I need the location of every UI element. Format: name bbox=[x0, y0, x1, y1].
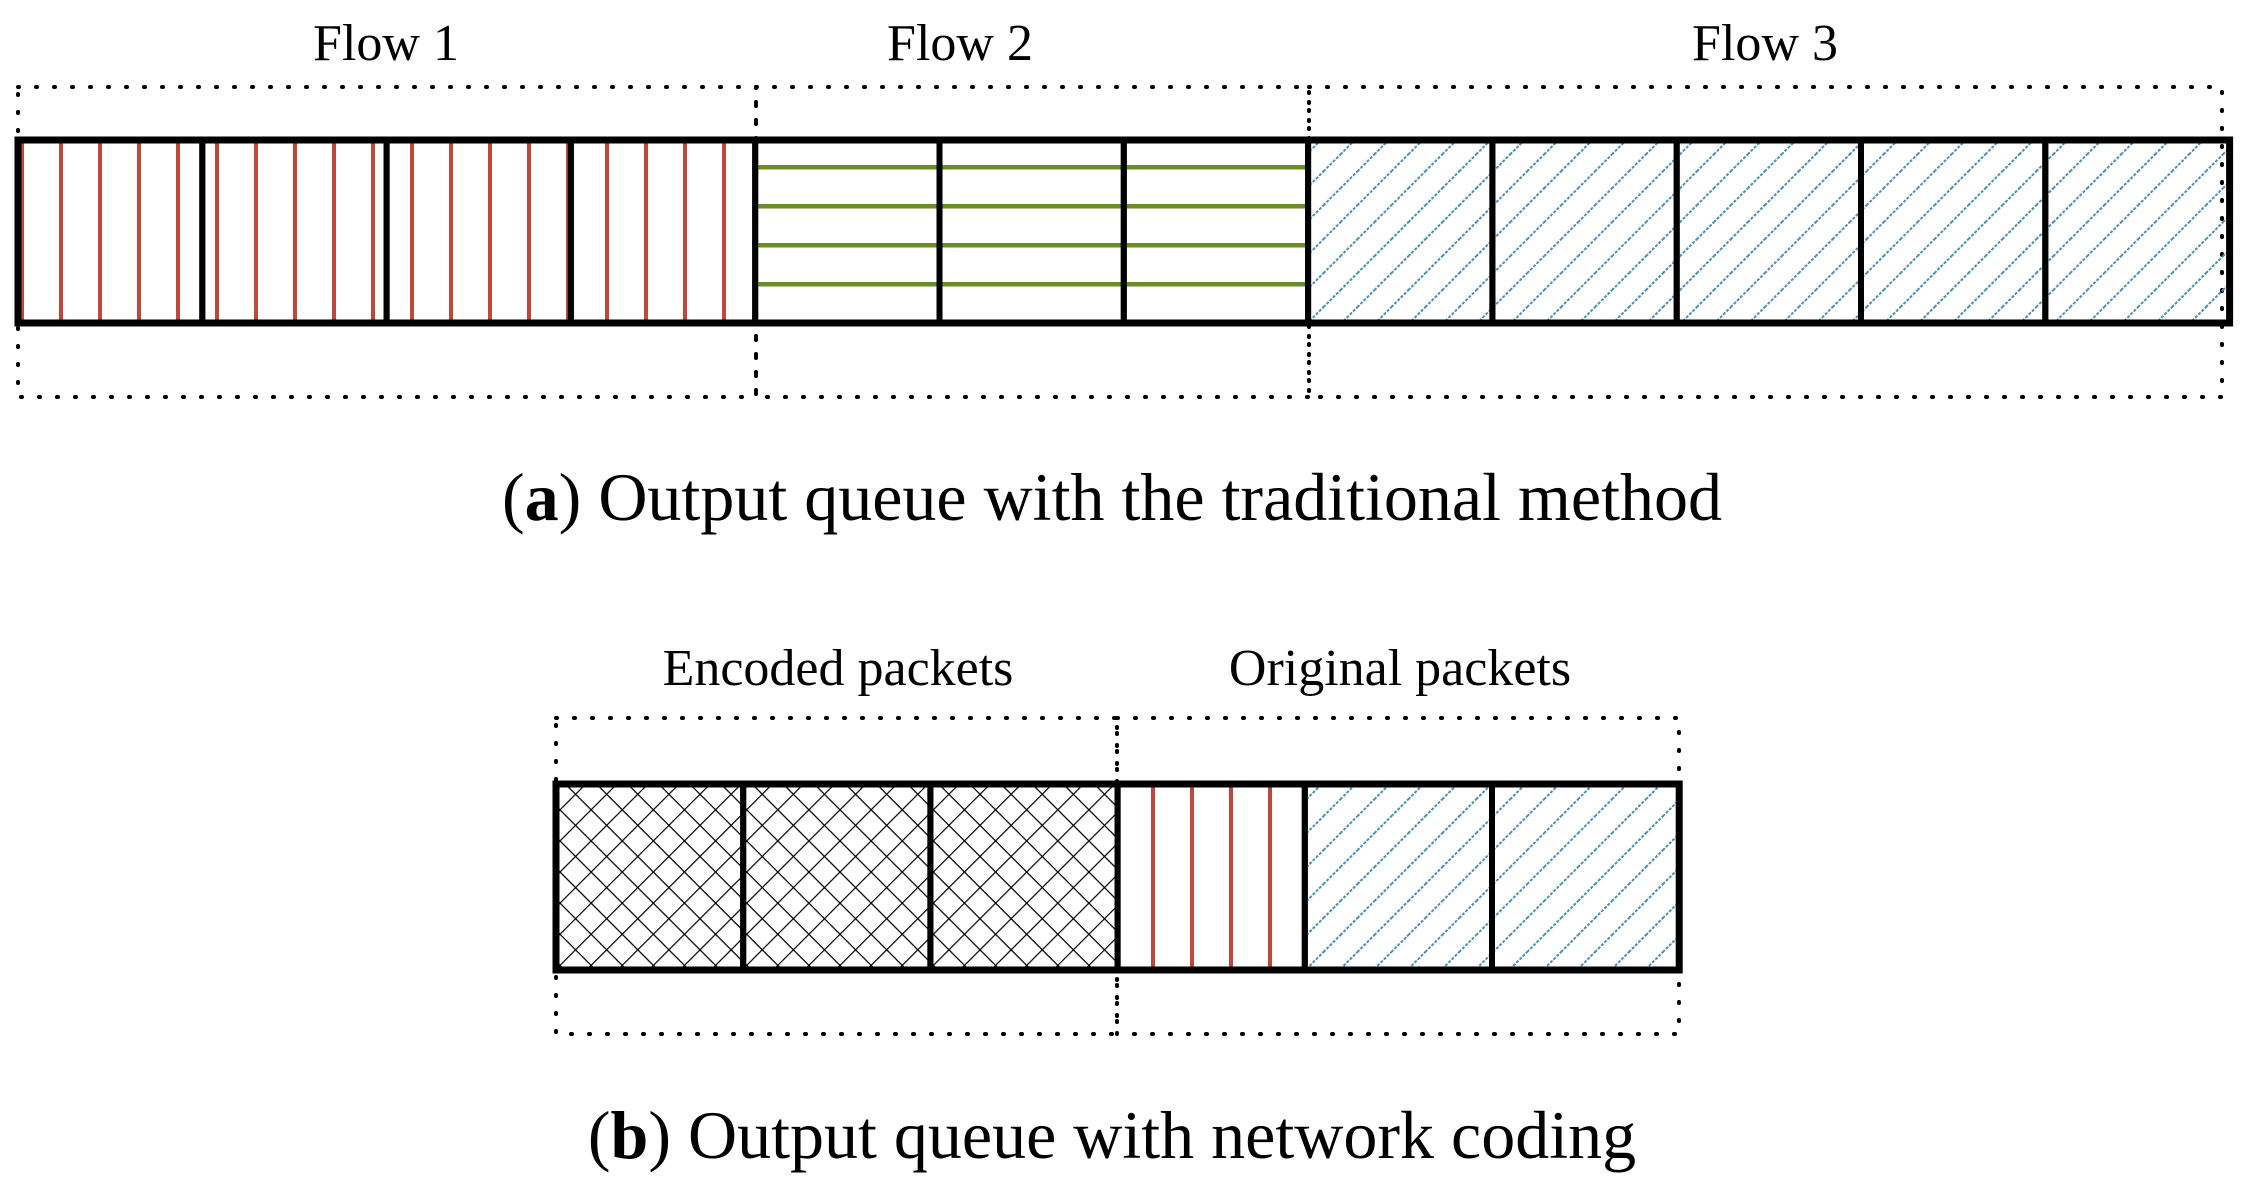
queue-a-packets bbox=[14, 136, 2234, 327]
caption-b-text: Output queue with network coding bbox=[688, 1097, 1636, 1173]
packet-blue-diagonal bbox=[1489, 137, 1680, 326]
caption-a: (a) Output queue with the traditional me… bbox=[502, 459, 1722, 535]
original-packets-label: Original packets bbox=[1229, 640, 1571, 697]
flow-3-label: Flow 3 bbox=[1692, 15, 1838, 72]
caption-a-text: Output queue with the traditional method bbox=[598, 459, 1722, 535]
packet-blue-diagonal bbox=[1858, 137, 2049, 326]
packet-black-crosshatch bbox=[553, 781, 747, 973]
flow-2-label: Flow 2 bbox=[887, 15, 1033, 72]
packet-red-vertical bbox=[15, 137, 206, 326]
queue-outline bbox=[14, 136, 2234, 327]
queue-b-packets bbox=[552, 780, 1683, 974]
packet-black-crosshatch bbox=[740, 781, 934, 973]
caption-b-tag: b bbox=[611, 1097, 649, 1173]
packet-red-vertical bbox=[567, 137, 759, 326]
packet-red-vertical bbox=[199, 137, 390, 326]
flow-1-label: Flow 1 bbox=[313, 15, 459, 72]
caption-b: (b) Output queue with network coding bbox=[588, 1097, 1636, 1173]
panel-a: Flow 1 Flow 2 Flow 3 (a) Output queue wi… bbox=[14, 15, 2234, 535]
packet-blue-diagonal bbox=[1305, 137, 1496, 326]
packet-blue-diagonal bbox=[2042, 137, 2233, 326]
packet-blue-diagonal bbox=[1301, 781, 1496, 973]
packet-blue-diagonal bbox=[1673, 137, 1864, 326]
packet-green-horizontal bbox=[752, 137, 943, 326]
caption-a-tag: a bbox=[525, 459, 559, 535]
packet-green-horizontal bbox=[936, 137, 1127, 326]
packet-black-crosshatch bbox=[927, 781, 1121, 973]
packet-blue-diagonal bbox=[1489, 781, 1683, 973]
packet-red-vertical bbox=[383, 137, 574, 326]
encoded-packets-label: Encoded packets bbox=[663, 640, 1014, 697]
queue-outline bbox=[552, 780, 1683, 974]
packet-green-horizontal bbox=[1120, 137, 1312, 326]
panel-b: Encoded packets Original packets (b) Out… bbox=[552, 640, 1683, 1173]
packet-red-vertical bbox=[1114, 781, 1308, 973]
